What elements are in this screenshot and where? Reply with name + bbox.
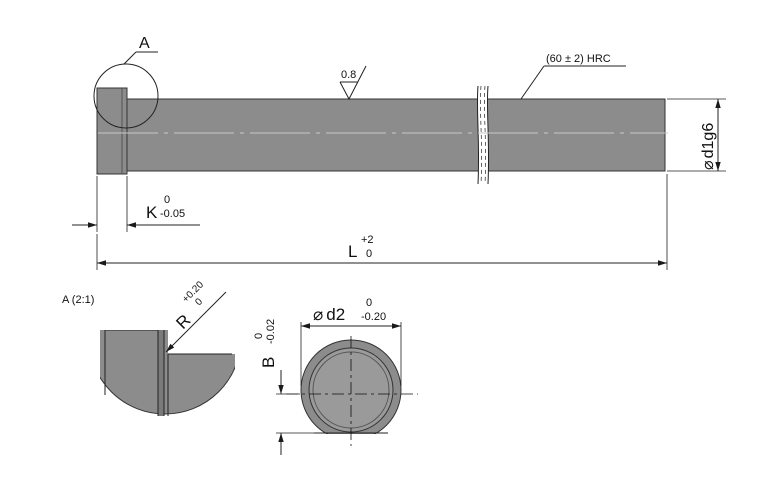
surface-finish-value: 0.8 — [341, 69, 356, 81]
k-lower-tol: -0.05 — [160, 208, 185, 220]
b-lower-tol: -0.02 — [265, 319, 277, 344]
radius-lower-tol: 0 — [193, 296, 205, 308]
detail-circle — [93, 63, 159, 129]
k-dimension: K 0 -0.05 — [72, 176, 200, 232]
radius-label: R — [172, 311, 194, 333]
b-label: B — [259, 357, 278, 368]
d2-label: ⌀d2 — [313, 305, 345, 324]
surface-finish-symbol: 0.8 — [339, 65, 367, 101]
detail-view-title: A (2:1) — [62, 294, 94, 306]
l-label: L — [348, 242, 357, 261]
end-view: ⌀d2 0 -0.20 B 0 -0.02 — [253, 297, 418, 455]
break-lines — [476, 85, 490, 185]
ejector-pin-side-view: A — [93, 35, 668, 185]
b-upper-tol: 0 — [253, 333, 265, 339]
d1-text: d1g6 — [700, 123, 717, 159]
d2-text: d2 — [326, 305, 345, 324]
d1-label: ⌀d1g6 — [700, 123, 717, 170]
l-lower-tol: 0 — [366, 248, 372, 260]
hardness-note: (60 ± 2) HRC — [520, 53, 626, 100]
pin-shaft — [126, 98, 666, 172]
detail-view-a: A (2:1) R +0.20 0 — [62, 279, 235, 416]
d2-lower-tol: -0.20 — [361, 311, 386, 323]
l-upper-tol: +2 — [361, 234, 374, 246]
l-dimension: L +2 0 — [96, 174, 668, 270]
d1-dimension: ⌀d1g6 — [667, 98, 726, 172]
hardness-label: (60 ± 2) HRC — [546, 53, 611, 65]
detail-callout-label: A — [139, 35, 150, 52]
k-upper-tol: 0 — [164, 194, 170, 206]
k-label: K — [146, 203, 158, 222]
d2-upper-tol: 0 — [366, 297, 372, 309]
diameter-symbol: ⌀ — [700, 160, 717, 170]
d2-diameter-symbol: ⌀ — [313, 305, 323, 324]
